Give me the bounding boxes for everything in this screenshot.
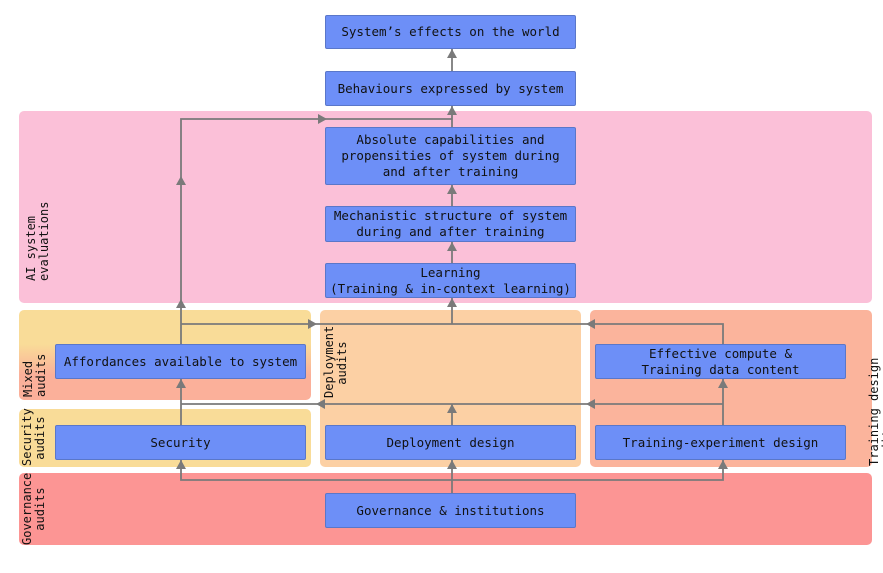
label-mixed-audits: Mixed audits xyxy=(21,353,48,397)
node-learning: Learning (Training & in-context learning… xyxy=(325,263,576,298)
node-affordances: Affordances available to system xyxy=(55,344,306,379)
label-training-design-audits: Training design audits xyxy=(867,357,883,466)
node-deployment-design: Deployment design xyxy=(325,425,576,460)
label-governance-audits: Governance audits xyxy=(20,472,47,545)
node-mechanistic-structure: Mechanistic structure of system during a… xyxy=(325,206,576,242)
node-system-effects: System’s effects on the world xyxy=(325,15,576,49)
node-effective-compute: Effective compute & Training data conten… xyxy=(595,344,846,379)
node-governance: Governance & institutions xyxy=(325,493,576,528)
node-behaviours: Behaviours expressed by system xyxy=(325,71,576,106)
label-deployment-audits: Deployment audits xyxy=(322,325,349,398)
node-security: Security xyxy=(55,425,306,460)
label-ai-system-evaluations: AI system evaluations xyxy=(24,201,51,281)
label-security-audits: Security audits xyxy=(20,408,47,466)
node-training-experiment-design: Training-experiment design xyxy=(595,425,846,460)
node-capabilities: Absolute capabilities and propensities o… xyxy=(325,127,576,185)
arrowhead-effects xyxy=(447,49,457,58)
